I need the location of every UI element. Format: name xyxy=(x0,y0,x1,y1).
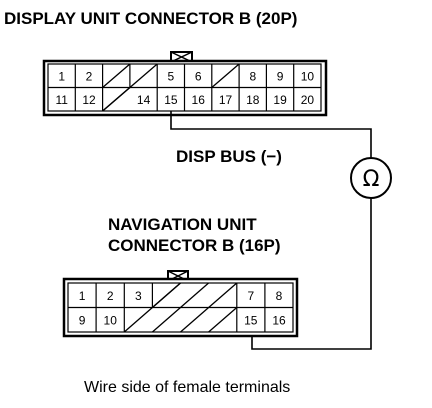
pin-label: 2 xyxy=(107,289,114,303)
pin-label: 18 xyxy=(246,93,260,107)
pin-label: 6 xyxy=(195,70,202,84)
pin-label: 3 xyxy=(135,289,142,303)
caption: Wire side of female terminals xyxy=(84,379,290,396)
pin-label: 9 xyxy=(79,314,86,328)
pin-label: 15 xyxy=(164,93,178,107)
ohmmeter-icon: Ω xyxy=(350,157,392,199)
pin-label: 8 xyxy=(276,289,283,303)
pin-label: 2 xyxy=(86,70,93,84)
pin-label: 1 xyxy=(79,289,86,303)
pin-label: 20 xyxy=(301,93,315,107)
display-connector-b20: 1 2 5 6 8 9 10 11 12 14 15 16 17 18 19 2… xyxy=(42,51,328,117)
signal-label: DISP BUS (−) xyxy=(176,147,282,166)
pin-label: 8 xyxy=(249,70,256,84)
ohm-symbol: Ω xyxy=(363,167,380,192)
pin-label: 11 xyxy=(55,93,68,107)
pin-label: 17 xyxy=(219,93,233,107)
pin-label: 16 xyxy=(192,93,206,107)
pin-label: 5 xyxy=(168,70,175,84)
navigation-connector-b16: 1 2 3 7 8 9 10 15 16 xyxy=(62,270,299,338)
navigation-connector-title-line1: NAVIGATION UNIT xyxy=(108,215,257,234)
pin-label: 9 xyxy=(277,70,284,84)
pin-label: 12 xyxy=(82,93,96,107)
pin-label: 16 xyxy=(272,314,286,328)
display-connector-title: DISPLAY UNIT CONNECTOR B (20P) xyxy=(4,9,297,28)
pin-label: 14 xyxy=(137,93,151,107)
pin-label: 7 xyxy=(247,289,254,303)
pin-label: 10 xyxy=(104,314,118,328)
pin-label: 19 xyxy=(273,93,287,107)
pin-label: 10 xyxy=(301,70,315,84)
navigation-connector-title-line2: CONNECTOR B (16P) xyxy=(108,236,281,255)
pin-label: 15 xyxy=(244,314,258,328)
pin-label: 1 xyxy=(58,70,65,84)
